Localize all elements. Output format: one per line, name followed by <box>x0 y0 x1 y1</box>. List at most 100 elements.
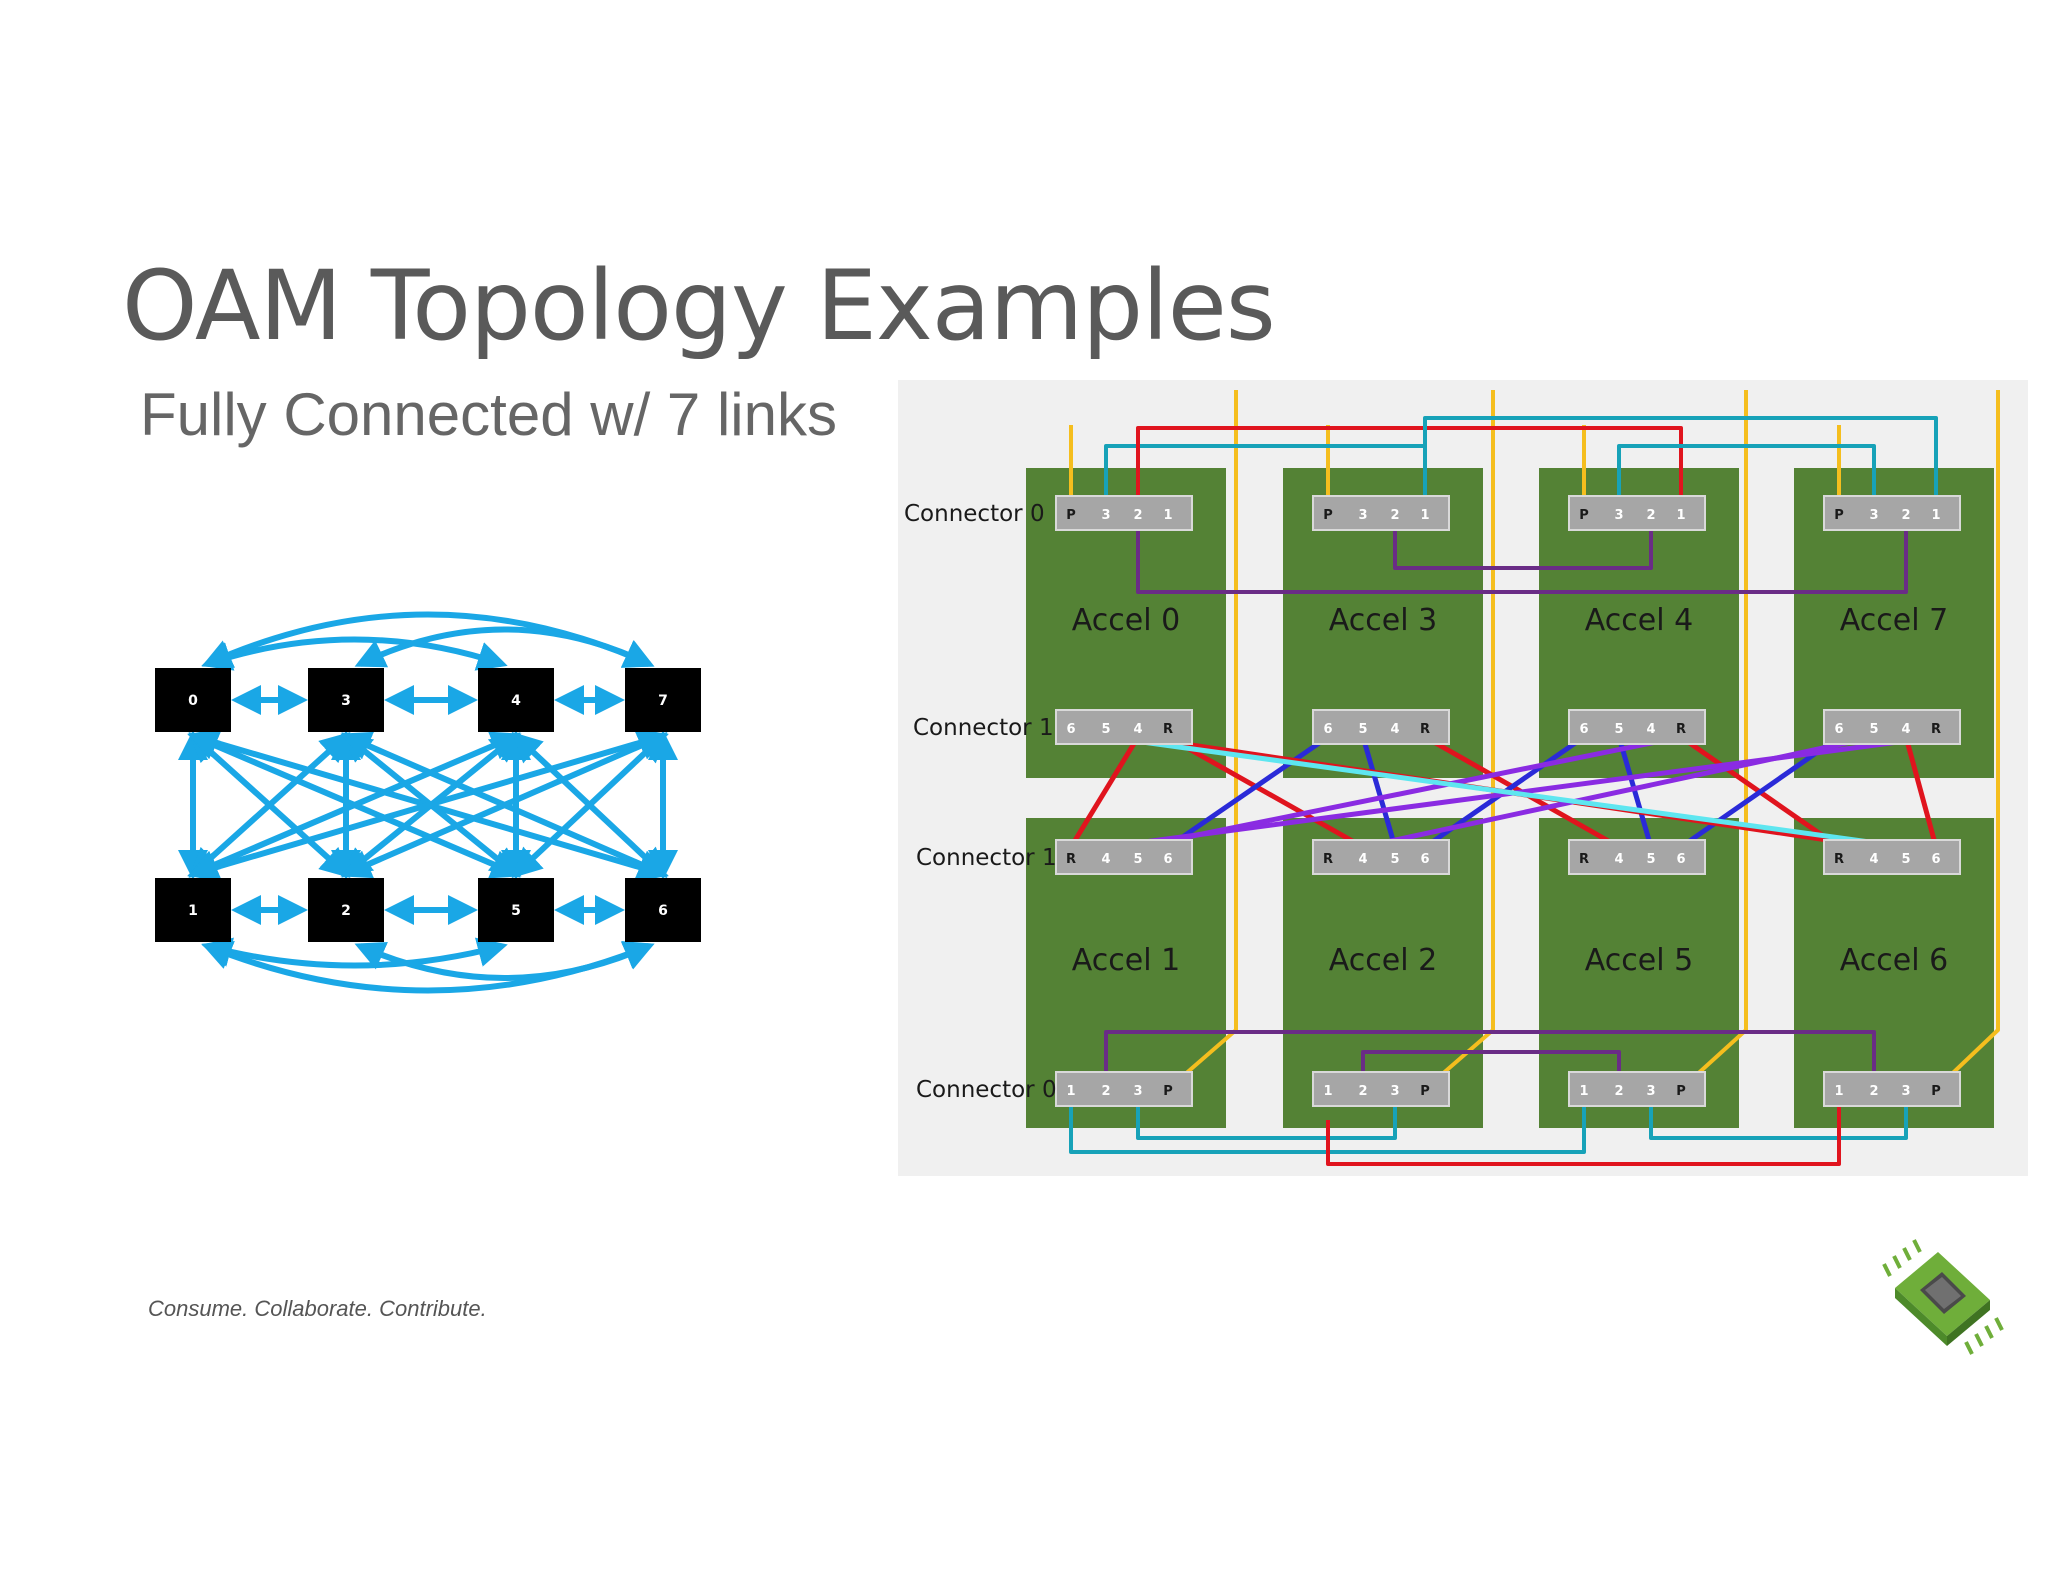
graph-node-label: 0 <box>188 693 198 709</box>
connector-pin-label: 3 <box>1614 508 1623 523</box>
graph-node-box <box>155 878 231 942</box>
wire-violet <box>1137 734 1682 850</box>
connector-pin-label: P <box>1834 508 1844 523</box>
connector-pin-label: P <box>1676 1084 1686 1099</box>
graph-node-box <box>478 878 554 942</box>
connector-pin-label: 4 <box>1133 722 1142 737</box>
wire-teal <box>1423 416 1938 513</box>
graph-edge-arc <box>354 626 655 668</box>
connector-0-bottom <box>1312 1071 1450 1107</box>
wire-red <box>1068 735 1141 849</box>
connector-pin-label: 1 <box>1323 1084 1332 1099</box>
accel-label: Accel 4 <box>1585 603 1693 638</box>
graph-node-label: 5 <box>511 903 521 919</box>
accel-label: Accel 3 <box>1329 603 1437 638</box>
wire-blue <box>1616 736 1654 848</box>
connector-pin-label: P <box>1931 1084 1941 1099</box>
slide-subtitle: Fully Connected w/ 7 links <box>140 381 837 448</box>
connector-pin-label: P <box>1066 508 1076 523</box>
connector-pin-label: R <box>1323 852 1333 867</box>
connector-pin-label: 1 <box>1676 508 1685 523</box>
wire-red <box>1136 426 1683 513</box>
graph-node-box <box>308 668 384 732</box>
connector-pin-label: 3 <box>1646 1084 1655 1099</box>
connector-pin-label: 4 <box>1646 722 1655 737</box>
wire-violet <box>1362 734 1875 850</box>
connector-pin-label: 4 <box>1869 852 1878 867</box>
connector-pin-label: 5 <box>1101 722 1110 737</box>
connector-0-top <box>1312 495 1450 531</box>
connector-pin-label: 6 <box>1066 722 1075 737</box>
connector-pin-label: 3 <box>1133 1084 1142 1099</box>
connector-0-bottom <box>1823 1071 1961 1107</box>
connector-pin-label: 4 <box>1101 852 1110 867</box>
connector-pin-label: 2 <box>1390 508 1399 523</box>
connector-pin-label: P <box>1579 508 1589 523</box>
graph-node-label: 3 <box>341 693 351 709</box>
wire-purple <box>1393 513 1653 570</box>
connector-pin-label: 2 <box>1869 1084 1878 1099</box>
graph-edge-arc <box>354 941 655 981</box>
connector-pin-label: R <box>1163 722 1173 737</box>
connector-pin-label: 6 <box>1931 852 1940 867</box>
wire-purple <box>1136 513 1908 594</box>
connector-1-top <box>1312 709 1450 745</box>
accel-label: Accel 2 <box>1329 943 1437 978</box>
connector-pin-label: 1 <box>1066 1084 1075 1099</box>
connector-pin-label: 2 <box>1358 1084 1367 1099</box>
connector-pin-label: 5 <box>1133 852 1142 867</box>
accel-label: Accel 0 <box>1072 603 1180 638</box>
connector-pin-label: R <box>1834 852 1844 867</box>
connector-pin-label: 1 <box>1163 508 1172 523</box>
connector-0-top <box>1568 495 1706 531</box>
graph-node-box <box>478 668 554 732</box>
slide-title: OAM Topology Examples <box>122 250 1276 362</box>
connector-pin-label: 3 <box>1101 508 1110 523</box>
graph-node-label: 4 <box>511 693 521 709</box>
wire-cyan <box>1105 734 1907 850</box>
accel-label: Accel 5 <box>1585 943 1693 978</box>
connector-pin-label: 6 <box>1323 722 1332 737</box>
graph-node-label: 2 <box>341 903 351 919</box>
connector-pin-label: R <box>1676 722 1686 737</box>
connector-0-top <box>1823 495 1961 531</box>
graph-node-label: 6 <box>658 903 668 919</box>
connector-pin-label: 1 <box>1931 508 1940 523</box>
connector-pin-label: 2 <box>1646 508 1655 523</box>
wire-blue <box>1360 736 1398 848</box>
wire-purple <box>1104 1030 1876 1089</box>
connector-pin-label: 5 <box>1614 722 1623 737</box>
connector-pin-label: 6 <box>1420 852 1429 867</box>
connector-pin-label: 2 <box>1101 1084 1110 1099</box>
graph-node-box <box>155 668 231 732</box>
wire-red <box>1326 1089 1841 1166</box>
board-wires <box>1068 390 2000 1166</box>
connector-pin-label: 6 <box>1579 722 1588 737</box>
graph-node-label: 1 <box>188 903 198 919</box>
connector-pin-label: 4 <box>1390 722 1399 737</box>
connector-side-label: Connector 1 <box>913 715 1054 741</box>
connector-pin-label: 1 <box>1834 1084 1843 1099</box>
connector-pin-label: 6 <box>1676 852 1685 867</box>
oam-module-logo-icon <box>1882 1239 2004 1355</box>
connector-pin-label: P <box>1323 508 1333 523</box>
connector-1-bottom <box>1312 839 1450 875</box>
connector-pin-label: 3 <box>1869 508 1878 523</box>
connector-1-bottom <box>1823 839 1961 875</box>
connector-1-bottom <box>1568 839 1706 875</box>
connector-pin-label: 1 <box>1420 508 1429 523</box>
tagline: Consume. Collaborate. Contribute. <box>148 1296 487 1321</box>
connector-pin-label: 5 <box>1646 852 1655 867</box>
connector-pin-label: 4 <box>1358 852 1367 867</box>
connector-1-top <box>1823 709 1961 745</box>
connector-pin-label: R <box>1066 852 1076 867</box>
wire-red <box>1903 736 1939 848</box>
connector-1-top <box>1055 709 1193 745</box>
graph-edge-cross <box>511 731 668 879</box>
graph-node-box <box>308 878 384 942</box>
connector-pin-label: R <box>1579 852 1589 867</box>
